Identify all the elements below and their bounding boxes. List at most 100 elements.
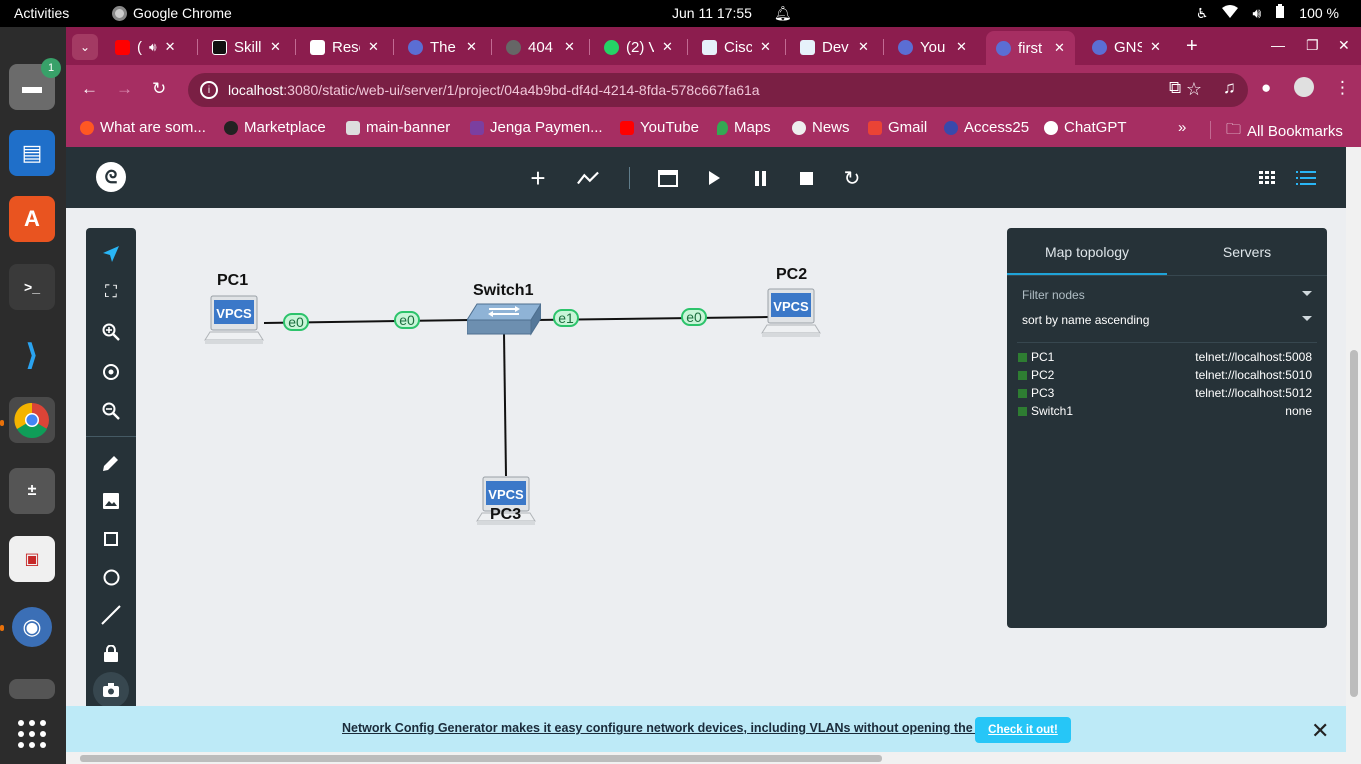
dock-vscode[interactable]: ⟩ (9, 332, 55, 378)
add-link-button[interactable] (577, 167, 599, 189)
reset-zoom-button[interactable] (99, 360, 123, 384)
pc1-label[interactable]: PC1 (217, 272, 249, 289)
node-row-pc2[interactable]: PC2 telnet://localhost:5010 (1018, 366, 1312, 384)
dock-software[interactable]: A (9, 196, 55, 242)
dock-terminal[interactable]: >_ (9, 264, 55, 310)
bookmark-item[interactable]: Jenga Paymen... (470, 119, 603, 136)
banner-link[interactable]: Network Config Generator makes it easy c… (342, 721, 997, 735)
node-console[interactable]: telnet://localhost:5010 (1195, 368, 1312, 382)
menu-kebab-icon[interactable]: ⋮ (1334, 78, 1351, 97)
new-tab-button[interactable]: + (1186, 35, 1198, 57)
close-window-button[interactable]: ✕ (1338, 37, 1350, 53)
screenshot-button[interactable] (99, 678, 123, 702)
profile-avatar[interactable] (1294, 77, 1314, 97)
close-icon[interactable]: ✕ (956, 39, 967, 54)
tab-reso[interactable]: Reso ✕ (310, 35, 379, 59)
zoom-in-button[interactable] (99, 320, 123, 344)
bookmark-item[interactable]: Gmail (868, 119, 927, 136)
all-bookmarks-button[interactable]: 🗀︎ All Bookmarks (1226, 119, 1343, 144)
port-pc2-e0[interactable]: e0 (681, 308, 707, 326)
horizontal-scroll-thumb[interactable] (80, 755, 882, 762)
select-tool-button[interactable] (99, 242, 123, 266)
tab-404[interactable]: 404 ✕ (506, 35, 575, 59)
bookmarks-overflow-button[interactable]: » (1178, 119, 1187, 136)
close-icon[interactable]: ✕ (858, 39, 869, 54)
dock-files[interactable]: ▬ 1 (9, 58, 61, 110)
pc3-label[interactable]: PC3 (490, 506, 522, 523)
close-icon[interactable]: ✕ (270, 39, 281, 54)
node-console[interactable]: telnet://localhost:5012 (1195, 386, 1312, 400)
close-icon[interactable]: ✕ (164, 39, 176, 54)
switch1-node[interactable] (466, 302, 542, 338)
pc2-label[interactable]: PC2 (776, 266, 808, 283)
bookmark-item[interactable]: What are som... (80, 119, 206, 136)
tab-gns[interactable]: GNS ✕ (1092, 35, 1161, 59)
site-info-icon[interactable]: i (200, 81, 218, 99)
close-icon[interactable]: ✕ (1054, 40, 1065, 55)
port-switch1-e1[interactable]: e1 (553, 309, 579, 327)
horizontal-scrollbar[interactable] (66, 752, 1361, 764)
start-all-button[interactable] (703, 167, 725, 189)
bookmark-item[interactable]: YouTube (620, 119, 699, 136)
node-console[interactable]: telnet://localhost:5008 (1195, 350, 1312, 364)
draw-rectangle-button[interactable] (99, 527, 123, 551)
pause-all-button[interactable] (749, 167, 771, 189)
forward-button[interactable]: → (116, 79, 133, 98)
tab-the[interactable]: The ✕ (408, 35, 477, 59)
address-bar[interactable]: i localhost :3080/static/web-ui/server/1… (188, 73, 1248, 107)
close-icon[interactable]: ✕ (564, 39, 575, 54)
node-row-pc3[interactable]: PC3 telnet://localhost:5012 (1018, 384, 1312, 402)
close-icon[interactable]: ✕ (760, 39, 771, 54)
dock-writer[interactable]: ▤ (9, 130, 55, 176)
check-it-out-button[interactable]: Check it out! (975, 717, 1071, 743)
dock-chrome[interactable] (9, 397, 55, 443)
tab-skill[interactable]: Skill ✕ (212, 35, 281, 59)
bookmark-item[interactable]: Access25 (944, 119, 1029, 136)
draw-line-button[interactable] (99, 603, 123, 627)
banner-close-icon[interactable]: ✕ (1311, 718, 1330, 743)
reload-all-button[interactable]: ↻ (841, 167, 863, 190)
console-all-button[interactable] (657, 167, 679, 189)
add-image-button[interactable] (99, 489, 123, 513)
tab-cisco[interactable]: Cisc ✕ (702, 35, 771, 59)
fit-to-screen-button[interactable]: ⛶ (99, 280, 123, 304)
tab-servers[interactable]: Servers (1222, 243, 1272, 260)
reload-button[interactable]: ↻ (152, 79, 167, 98)
restore-button[interactable]: ❐ (1306, 37, 1319, 53)
stop-all-button[interactable] (795, 167, 817, 189)
close-icon[interactable]: ✕ (466, 39, 477, 54)
bookmark-item[interactable]: main-banner (346, 119, 450, 136)
draw-ellipse-button[interactable] (99, 565, 123, 589)
port-pc1-e0[interactable]: e0 (283, 313, 309, 331)
vertical-scrollbar[interactable] (1346, 147, 1361, 752)
add-node-button[interactable]: + (527, 163, 549, 193)
dock-show-apps[interactable] (9, 711, 55, 757)
tab-youtube[interactable]: ( 🔊︎ ✕ (115, 35, 175, 59)
back-button[interactable]: ← (81, 79, 98, 98)
gns3-logo-icon[interactable]: ᘓ (96, 162, 126, 192)
tab-map-topology[interactable]: Map topology (1044, 243, 1130, 260)
media-controls-icon[interactable]: ♫ (1223, 78, 1236, 97)
topology-summary-button[interactable] (1295, 167, 1317, 189)
pc3-node[interactable]: VPCS (475, 475, 537, 533)
bookmark-star-icon[interactable]: ☆ (1185, 79, 1202, 99)
switch1-label[interactable]: Switch1 (473, 282, 534, 299)
zoom-out-button[interactable] (99, 399, 123, 423)
dock-disk[interactable] (9, 679, 55, 699)
grid-view-button[interactable] (1256, 167, 1278, 189)
pc1-node[interactable]: VPCS (203, 294, 265, 352)
tab-search-button[interactable]: ⌄ (72, 34, 98, 60)
bookmark-item[interactable]: News (792, 119, 850, 136)
vertical-scroll-thumb[interactable] (1350, 350, 1358, 697)
dock-gns3[interactable]: ◉ (9, 604, 55, 650)
clock[interactable]: Jun 11 17:55 🔔︎ (672, 5, 792, 22)
tab-you[interactable]: You ✕ (898, 35, 967, 59)
draw-pen-button[interactable] (99, 451, 123, 475)
activities-button[interactable]: Activities (14, 5, 70, 21)
link-switch1-pc3[interactable] (503, 332, 507, 477)
minimize-button[interactable]: — (1271, 37, 1285, 53)
tab-whatsapp[interactable]: (2) V ✕ (604, 35, 673, 59)
bookmark-item[interactable]: Maps (717, 119, 771, 136)
sort-select[interactable]: sort by name ascending (1022, 313, 1312, 333)
bookmark-item[interactable]: ChatGPT (1044, 119, 1127, 136)
